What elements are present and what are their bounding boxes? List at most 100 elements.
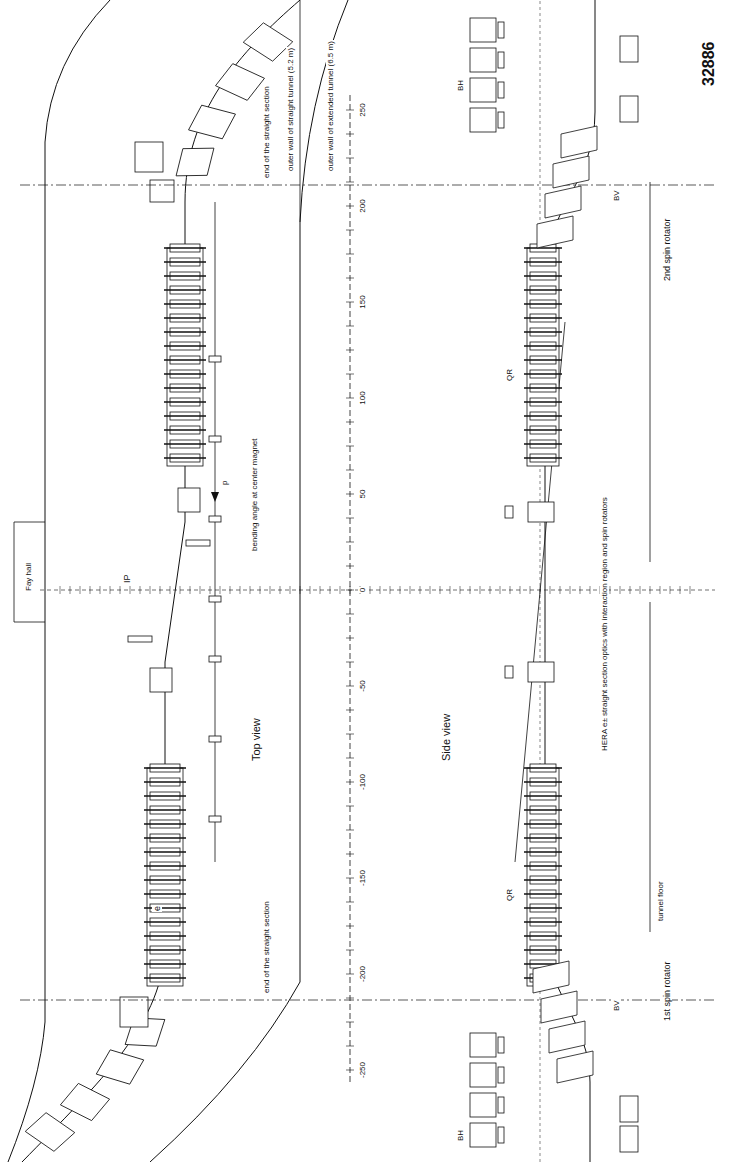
dipole-magnet [176,141,214,183]
proton-magnet [209,356,221,362]
magnet-coil [524,331,562,333]
magnet-coil [144,977,186,979]
scale-tick [680,586,681,594]
scale-tick [346,494,354,495]
magnet-coil [144,949,186,951]
drawing-label: 1st spin rotator [662,960,672,1022]
magnet-coil [164,401,206,403]
proton-magnet [209,736,221,742]
drawing-label: outer wall of extended tunnel (6.5 m) [326,40,335,172]
scale-tick [346,158,354,159]
quadrupole-frame [147,768,183,986]
scale-tick [550,586,551,594]
magnet-coil [524,317,562,319]
scale-tick [110,586,111,594]
magnet-coil [164,275,206,277]
dipole-magnet [216,57,265,106]
magnet-coil [524,921,562,923]
scale-tick [346,302,354,303]
magnet-block [498,1037,504,1053]
drawing-label: e [152,905,162,912]
scale-tick [250,586,251,594]
drawing-label: Top view [250,717,263,762]
quadrupole-frame [527,248,559,466]
scale-tick [346,398,354,399]
dipole-magnet [537,216,573,248]
scale-tick [346,278,354,279]
magnet-block [505,666,513,678]
magnet-coil [524,767,562,769]
scale-tick [130,586,131,594]
magnet-coil [524,261,562,263]
scale-tick [530,586,531,594]
magnet-coil [164,289,206,291]
dipole-magnet [549,1021,585,1053]
scale-tick [170,586,171,594]
scale-tick [480,586,481,594]
scale-tick [290,586,291,594]
drawing-label: Fay hall [24,562,33,592]
magnet-block [470,1093,496,1117]
magnet-coil [524,949,562,951]
magnet-coil [144,781,186,783]
scale-tick [560,586,561,594]
magnet-block [150,180,174,202]
scale-tick [580,586,581,594]
dipole-magnet [549,1021,585,1053]
scale-number: 250 [358,102,367,117]
scale-number: 150 [358,294,367,309]
magnet-coil [524,809,562,811]
magnet-tag: BV [612,189,621,202]
magnet-block [498,22,504,38]
scale-tick [346,566,354,567]
scale-tick [320,586,321,594]
scale-tick [390,586,391,594]
scale-tick [370,586,371,594]
magnet-tag: QR [505,368,514,382]
proton-magnet [209,436,221,442]
scale-tick [200,586,201,594]
scale-tick [346,950,354,951]
magnet-coil [524,837,562,839]
electron-beam [22,0,300,1162]
quadrupole-frame [527,768,559,986]
magnet-coil [164,443,206,445]
magnet-coil [524,893,562,895]
magnet-block [528,502,554,522]
scale-tick [346,374,354,375]
proton-magnet [209,516,221,522]
magnet-coil [524,345,562,347]
scale-tick [270,586,271,594]
scale-tick [346,518,354,519]
scale-tick [180,586,181,594]
section-end-line [20,1000,715,1001]
scale-tick [440,586,441,594]
scale-tick [346,998,354,999]
dipole-magnet [557,1051,593,1083]
magnet-tag: BH [456,79,465,92]
scale-tick [210,586,211,594]
scale-tick [346,182,354,183]
scale-tick [300,586,301,594]
magnet-block [620,36,638,62]
floor-line [650,182,651,562]
scale-tick [470,586,471,594]
magnet-block [498,112,504,128]
magnet-block [470,78,496,102]
magnet-coil [144,767,186,769]
dipole-magnet [553,156,589,188]
hall-outline [14,522,45,622]
magnet-coil [144,921,186,923]
scale-tick [60,586,61,594]
scale-tick [346,542,354,543]
scale-tick [490,586,491,594]
scale-tick [500,586,501,594]
dipole-magnet [545,186,581,218]
scale-tick [280,586,281,594]
scale-tick [380,586,381,594]
dipole-magnet [189,98,236,146]
dipole-magnet [553,156,589,188]
magnet-coil [524,879,562,881]
scale-tick [160,586,161,594]
scale-tick [510,586,511,594]
